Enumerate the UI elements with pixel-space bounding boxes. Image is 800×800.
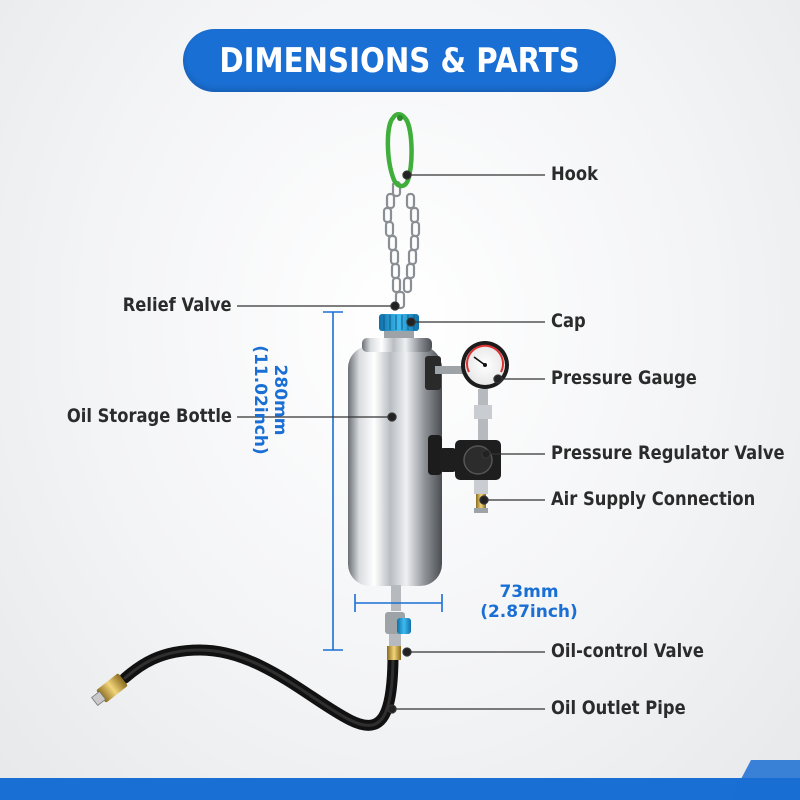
- leader-lines: [237, 170, 545, 714]
- label-oil-outlet-pipe: Oil Outlet Pipe: [551, 697, 686, 719]
- hanging-chain: [382, 180, 421, 310]
- label-pressure-regulator-valve: Pressure Regulator Valve: [551, 442, 785, 464]
- label-pressure-gauge: Pressure Gauge: [551, 367, 697, 389]
- height-mm: 280mm: [270, 364, 290, 436]
- label-oil-storage-bottle: Oil Storage Bottle: [66, 405, 232, 427]
- hose-fitting: [91, 673, 128, 707]
- height-dimension-label: 280mm (11.02inch): [248, 315, 292, 485]
- hook-carabiner: [385, 112, 414, 189]
- oil-storage-bottle: [348, 338, 442, 586]
- width-dimension-label: 73mm (2.87inch): [474, 582, 584, 622]
- bottom-accent-band: [0, 778, 800, 800]
- oil-control-valve: [385, 585, 411, 660]
- oil-outlet-pipe: [91, 644, 399, 731]
- regulator-stem: [474, 389, 492, 441]
- label-relief-valve: Relief Valve: [123, 294, 232, 316]
- pressure-regulator-valve: [440, 440, 501, 480]
- page-title: DIMENSIONS & PARTS: [219, 40, 580, 81]
- label-hook: Hook: [551, 163, 599, 185]
- width-mm: 73mm: [499, 582, 559, 602]
- width-dimension-line: [354, 594, 443, 612]
- label-air-supply-connection: Air Supply Connection: [551, 488, 756, 510]
- height-inch: (11.02inch): [250, 345, 270, 455]
- label-oil-control-valve: Oil-control Valve: [551, 640, 704, 662]
- height-dimension-line: [323, 311, 343, 651]
- label-cap: Cap: [551, 310, 586, 332]
- title-banner: DIMENSIONS & PARTS: [183, 29, 616, 92]
- width-inch: (2.87inch): [480, 602, 578, 622]
